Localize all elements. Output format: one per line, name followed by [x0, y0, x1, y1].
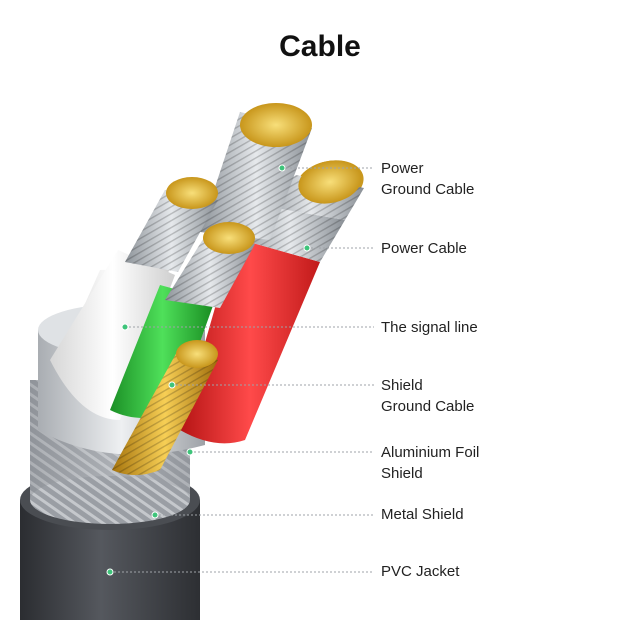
green-signal-wire — [110, 222, 255, 419]
copper-shield-ground-wire — [112, 340, 218, 475]
label-aluminium-foil-shield: Aluminium Foil Shield — [381, 444, 480, 482]
label-pvc-jacket: PVC Jacket — [381, 563, 460, 580]
diagram-title: Cable — [279, 30, 361, 63]
leader-lines — [110, 167, 374, 573]
leader-dots — [106, 164, 311, 576]
label-power-cable: Power Cable — [381, 240, 467, 257]
label-shield-ground-cable: Shield Ground Cable — [381, 377, 475, 415]
label-power-ground-cable: Power Ground Cable — [381, 160, 475, 198]
label-metal-shield: Metal Shield — [381, 506, 464, 523]
white-signal-wire — [50, 177, 218, 420]
label-signal-line: The signal line — [381, 319, 478, 336]
